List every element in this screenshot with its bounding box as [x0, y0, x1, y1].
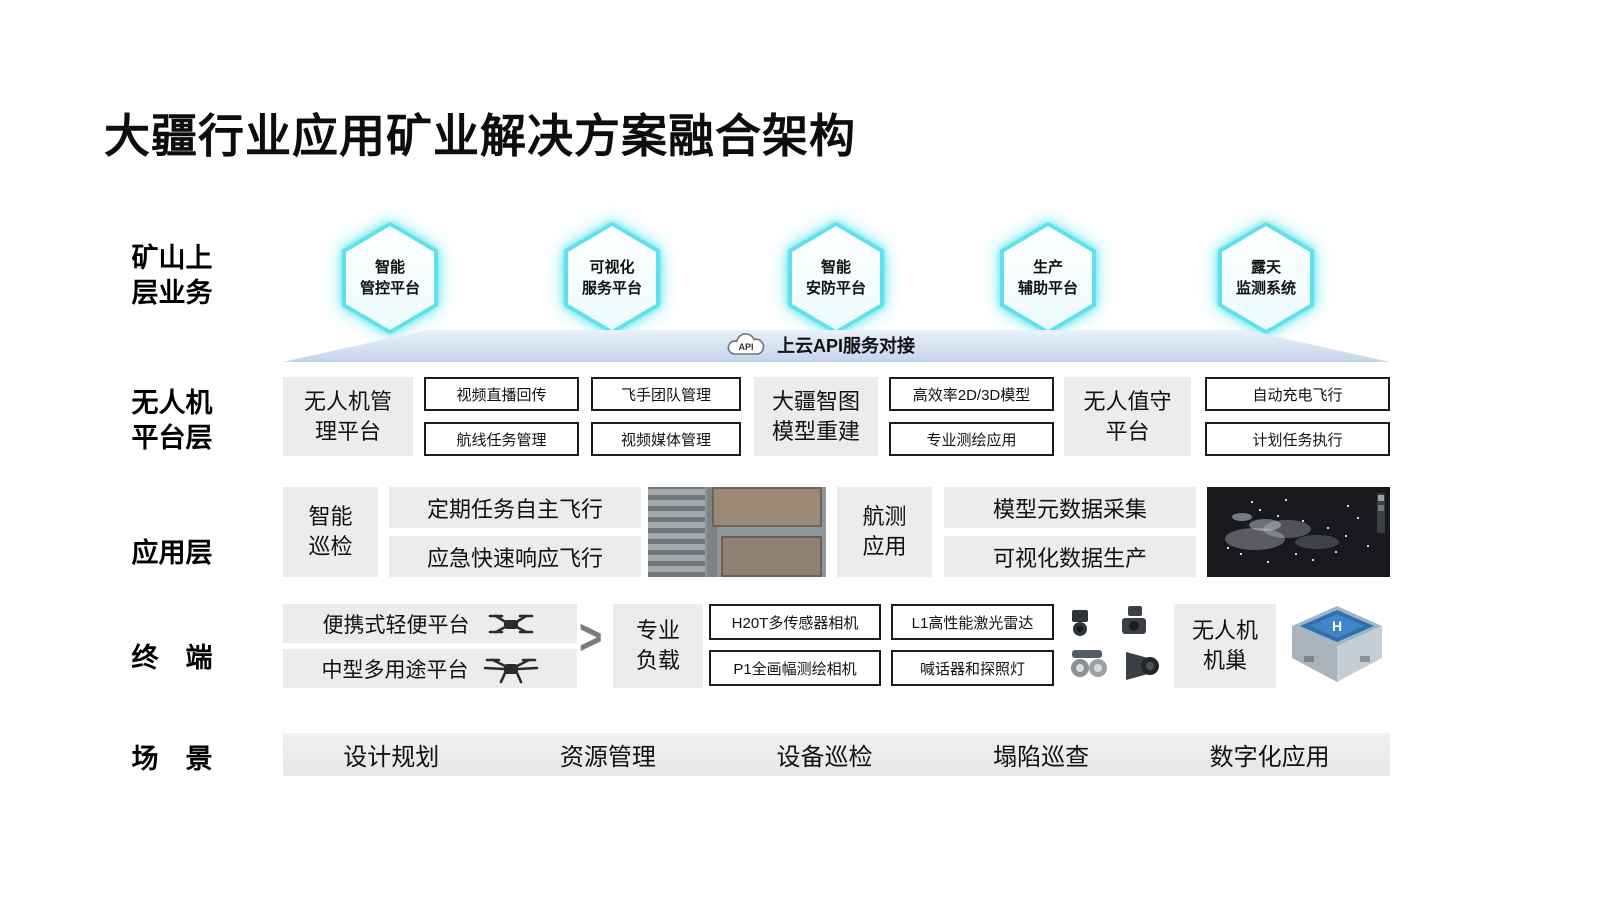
scenario-subsidence-inspection: 塌陷巡查 [993, 744, 1090, 771]
payload-icons-graphic [1071, 606, 1159, 680]
page-title: 大疆行业应用矿业解决方案融合架构 [104, 110, 856, 162]
box-portable-light-platform: 便携式轻便平台 [283, 604, 577, 643]
item-l1-lidar: L1高性能激光雷达 [891, 604, 1054, 640]
box-professional-payload: 专业 负载 [613, 604, 703, 688]
hexagon-label-line: 智能 [820, 259, 851, 276]
hexagon-label-line: 露天 [1250, 259, 1281, 276]
aerial-road [706, 487, 718, 577]
large-drone-icon [483, 658, 538, 683]
aerial-building [712, 487, 823, 527]
item-emergency-rapid-response-flight: 应急快速响应飞行 [389, 536, 641, 577]
box-dji-terra-reconstruction: 大疆智图 模型重建 [754, 377, 878, 456]
box-smart-inspection: 智能 巡检 [283, 487, 378, 577]
layer-label-scenario: 场 景 [131, 744, 213, 774]
box-label-line: 航测 [862, 504, 907, 529]
hexagon-label-line: 安防平台 [805, 280, 866, 297]
pointcloud-image [1207, 487, 1390, 577]
item-auto-charging-flight: 自动充电飞行 [1205, 377, 1390, 411]
svg-text:H: H [1332, 618, 1342, 634]
hexagon-openpit-monitoring-system: 露天 监测系统 [1218, 222, 1314, 334]
item-speaker-spotlight: 喊话器和探照灯 [891, 650, 1054, 686]
layer-label-line: 无人机 [131, 388, 213, 418]
api-connection-band [283, 330, 1390, 362]
item-route-task-management: 航线任务管理 [424, 422, 579, 456]
layer-label-line: 平台层 [131, 423, 213, 453]
layer-label-terminal: 终 端 [131, 643, 213, 673]
aerial-parking-lot [648, 487, 705, 577]
terminal-platform-label: 便携式轻便平台 [322, 613, 470, 637]
box-aerial-survey-application: 航测 应用 [837, 487, 932, 577]
pointcloud-graphic [1207, 487, 1390, 577]
item-periodic-autonomous-flight: 定期任务自主飞行 [389, 487, 641, 528]
hexagon-label-line: 生产 [1032, 259, 1063, 276]
item-visual-data-production: 可视化数据生产 [944, 536, 1196, 577]
box-label-line: 无人机管 [303, 388, 392, 414]
hexagon-production-assist-platform: 生产 辅助平台 [1000, 222, 1096, 334]
scenario-digital-application: 数字化应用 [1209, 744, 1330, 771]
scenario-resource-management: 资源管理 [559, 744, 656, 771]
hexagon-label-line: 辅助平台 [1017, 280, 1078, 297]
item-video-media-management: 视频媒体管理 [591, 422, 741, 456]
scenario-equipment-inspection: 设备巡检 [776, 744, 873, 771]
box-label-line: 巡检 [308, 534, 353, 559]
box-label-line: 无人值守 [1083, 388, 1172, 414]
api-service-label: 上云API服务对接 [776, 336, 915, 356]
chevron-right-icon: > [579, 610, 603, 666]
hexagon-shape [1000, 222, 1096, 334]
box-medium-multipurpose-platform: 中型多用途平台 [283, 649, 577, 688]
api-service-label-group: API 上云API服务对接 [640, 328, 1000, 362]
item-model-metadata-collection: 模型元数据采集 [944, 487, 1196, 528]
hexagon-smart-control-platform: 智能 管控平台 [342, 222, 438, 334]
layer-label-application: 应用层 [131, 538, 213, 568]
box-label-line: 理平台 [314, 418, 381, 444]
item-scheduled-task-execution: 计划任务执行 [1205, 422, 1390, 456]
item-pilot-team-management: 飞手团队管理 [591, 377, 741, 411]
box-label-line: 应用 [862, 534, 907, 559]
drone-dock-graphic: H [1292, 606, 1382, 682]
hexagon-label-line: 监测系统 [1235, 280, 1296, 297]
box-label-line: 平台 [1105, 418, 1150, 444]
scenario-band: 设计规划 资源管理 设备巡检 塌陷巡查 数字化应用 [283, 733, 1390, 776]
hexagon-visualization-service-platform: 可视化 服务平台 [564, 222, 660, 334]
hexagon-label-line: 可视化 [589, 259, 635, 276]
box-label-line: 无人机 [1191, 618, 1258, 643]
aerial-photo [648, 487, 826, 577]
hexagon-label-line: 服务平台 [581, 280, 642, 297]
layer-label-line: 层业务 [131, 278, 213, 308]
box-label-line: 模型重建 [771, 418, 860, 444]
item-h20t-camera: H20T多传感器相机 [709, 604, 881, 640]
cloud-api-icon: API [727, 333, 765, 355]
aerial-building [720, 535, 823, 577]
box-label-line: 智能 [308, 504, 353, 529]
item-video-live-stream: 视频直播回传 [424, 377, 579, 411]
hexagon-smart-security-platform: 智能 安防平台 [788, 222, 884, 334]
small-drone-icon [488, 614, 533, 633]
terminal-platform-label: 中型多用途平台 [321, 658, 469, 682]
layer-label-drone-platform: 无人机 平台层 [124, 386, 220, 456]
cloud-api-icon-text: API [738, 342, 753, 352]
box-label-line: 机巢 [1202, 648, 1247, 673]
layer-label-line: 矿山上 [131, 243, 213, 273]
box-label-line: 专业 [635, 618, 680, 643]
layer-label-upper-business: 矿山上 层业务 [124, 241, 220, 311]
drone-dock-image: H [1284, 600, 1390, 688]
hexagon-label-line: 智能 [374, 259, 405, 276]
box-unattended-platform: 无人值守 平台 [1064, 377, 1191, 456]
box-label-line: 负载 [635, 648, 680, 673]
box-drone-management-platform: 无人机管 理平台 [283, 377, 413, 456]
hexagon-label-line: 管控平台 [359, 280, 420, 297]
box-label-line: 大疆智图 [771, 388, 860, 414]
scenario-design-planning: 设计规划 [343, 744, 440, 771]
payload-icons [1062, 602, 1168, 688]
box-drone-dock: 无人机 机巢 [1174, 604, 1276, 688]
item-2d3d-model: 高效率2D/3D模型 [889, 377, 1054, 411]
item-p1-camera: P1全画幅测绘相机 [709, 650, 881, 686]
item-professional-surveying: 专业测绘应用 [889, 422, 1054, 456]
